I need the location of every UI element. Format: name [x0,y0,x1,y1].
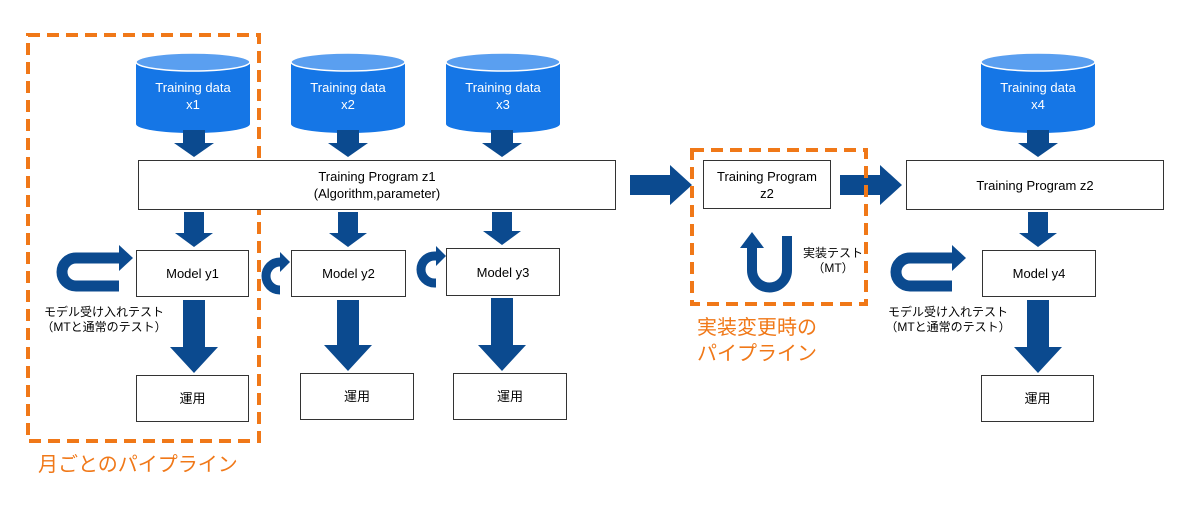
training-data-x1-title: Training data [155,80,231,95]
loop-acceptance-y2-head [280,252,290,272]
training-data-x2-id: x2 [341,97,355,112]
model-y2-label: Model y2 [322,266,375,281]
arrow-z1-to-y1 [175,212,213,247]
model-y3: Model y3 [446,248,560,296]
arrow-z2-to-y4 [1019,212,1057,247]
arrow-z1-to-z2-small [630,165,692,205]
loop-impl-test-head [740,232,764,248]
operation-y1: 運用 [136,375,249,422]
arrow-y4-to-operation [1014,300,1062,373]
model-y3-label: Model y3 [476,264,530,280]
acceptance-test-note-right-line2: （MTと通常のテスト） [885,320,1011,334]
training-program-z2-small-title: Training Program [717,168,817,184]
training-data-x4-label: Training data x4 [981,74,1095,118]
training-data-x1-label: Training data x1 [136,74,250,118]
operation-y2: 運用 [300,373,414,420]
training-program-z2-title: Training Program z2 [976,177,1094,193]
impl-test-note-line1: 実装テスト [802,246,863,260]
loop-impl-test [747,236,792,293]
impl-change-pipeline-label-line2: パイプライン [697,343,817,365]
cylinder-body [981,62,1095,133]
arrow-z1-to-y3 [483,212,521,245]
impl-test-note-line2: （MT） [812,261,854,275]
training-data-x3-label: Training data x3 [446,74,560,118]
model-y1-label: Model y1 [166,266,219,281]
cylinder-top [290,52,406,72]
loop-acceptance-y4-head [952,245,966,271]
acceptance-test-note-right-line1: モデル受け入れテスト [887,305,1008,319]
acceptance-test-note-right: モデル受け入れテスト （MTと通常のテスト） [858,305,1038,335]
loop-acceptance-y1 [56,252,119,292]
model-y2: Model y2 [291,250,406,297]
training-program-z1: Training Program z1 (Algorithm,parameter… [138,160,616,210]
model-y1: Model y1 [136,250,249,297]
monthly-pipeline-frame [26,33,261,443]
operation-y4-label: 運用 [1024,391,1051,406]
arrow-y3-to-operation [478,298,526,371]
arrow-y2-to-operation [324,300,372,371]
operation-y3-label: 運用 [496,389,523,404]
model-y4: Model y4 [982,250,1096,297]
model-y4-label: Model y4 [1012,266,1066,281]
training-data-x4-id: x4 [1031,97,1045,112]
arrow-z1-to-y2 [329,212,367,247]
training-data-x3-id: x3 [496,97,510,112]
database-cylinder-x1 [135,52,251,133]
arrow-x4-to-z2 [1018,130,1058,157]
operation-y1-label: 運用 [179,391,206,406]
training-program-z2-small: Training Program z2 [703,160,831,209]
loop-acceptance-y2 [261,257,281,295]
impl-change-pipeline-label-line1: 実装変更時の [697,317,817,339]
cylinder-top [135,52,251,72]
arrow-y1-to-operation [170,300,218,373]
cylinder-body [291,62,405,133]
cylinder-top [980,52,1096,72]
training-data-x2-title: Training data [310,80,386,95]
acceptance-test-note-left-line2: （MTと通常のテスト） [41,320,167,334]
training-data-x1-id: x1 [186,97,200,112]
arrow-x2-to-z1 [328,130,368,157]
database-cylinder-x2 [290,52,406,133]
training-program-z2: Training Program z2 [906,160,1164,210]
operation-y4: 運用 [981,375,1094,422]
cylinder-top [445,52,561,72]
cylinder-body [446,62,560,133]
impl-test-note: 実装テスト （MT） [798,246,868,276]
acceptance-test-note-left: モデル受け入れテスト （MTと通常のテスト） [14,305,194,335]
loop-acceptance-y3 [416,251,436,288]
training-data-x2-label: Training data x2 [291,74,405,118]
impl-change-pipeline-frame [690,148,868,306]
loop-acceptance-y3-head [436,246,446,266]
loop-acceptance-y4 [890,252,952,292]
arrow-x3-to-z1 [482,130,522,157]
acceptance-test-note-left-line1: モデル受け入れテスト [43,305,164,319]
training-program-z2-small-id: z2 [760,185,774,201]
operation-y2-label: 運用 [343,389,370,404]
training-program-z1-title: Training Program z1 [318,169,436,184]
arrow-x1-to-z1 [174,130,214,157]
training-data-x3-title: Training data [465,80,541,95]
operation-y3: 運用 [453,373,567,420]
training-program-z1-params: (Algorithm,parameter) [313,186,441,201]
monthly-pipeline-label: 月ごとのパイプライン [38,454,238,476]
arrow-z2-small-to-z2 [840,165,902,205]
training-data-x4-title: Training data [1000,80,1076,95]
database-cylinder-x3 [445,52,561,133]
loop-acceptance-y1-head [119,245,133,271]
database-cylinder-x4 [980,52,1096,133]
cylinder-body [136,62,250,133]
